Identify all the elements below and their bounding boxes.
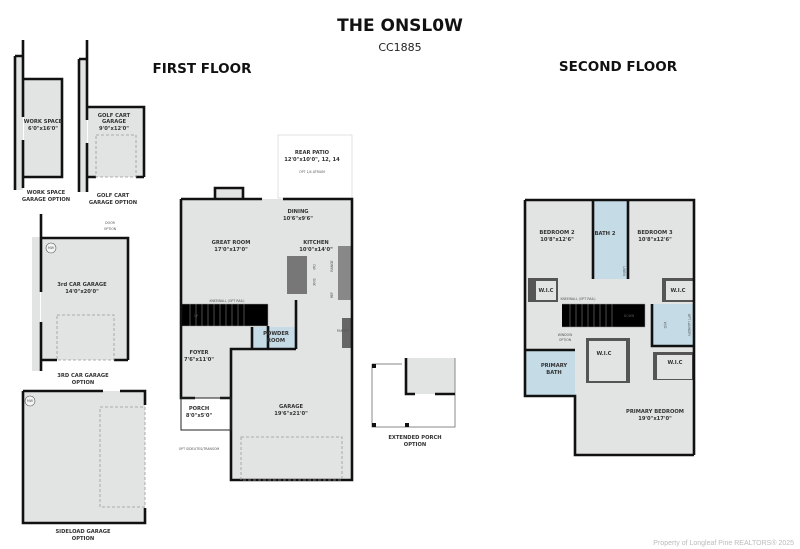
- room-label: 6'0"x16'0": [28, 126, 58, 132]
- watermark: Property of Longleaf Pine REALTORS® 2025: [653, 539, 794, 547]
- room-label: OPTION: [72, 536, 94, 542]
- room-label: DINING: [287, 209, 308, 215]
- room-label: OPT LAUNDRY: [687, 314, 691, 337]
- room-label: 10'8"x12'6": [540, 237, 574, 243]
- room-label: W.I.C: [671, 288, 686, 294]
- room-label: GARAGE: [279, 404, 304, 410]
- room-label: REF: [330, 292, 334, 298]
- room-label: W.I.C: [539, 288, 554, 294]
- room-label: 19'6"x21'0": [274, 411, 308, 417]
- room-label: PORCH: [189, 406, 209, 412]
- room-label: 17'0"x17'0": [214, 247, 248, 253]
- room-label: DOWN: [624, 314, 635, 318]
- golf-cart-option: GOLF CART GARAGE 9'0"x12'0" GOLF CART GA…: [77, 40, 146, 206]
- room-label: PRIMARY: [541, 363, 568, 369]
- room-label: GARAGE OPTION: [89, 200, 137, 206]
- room-label: 3RD CAR GARAGE: [57, 373, 109, 379]
- room-label: 19'0"x17'0": [638, 416, 672, 422]
- room-label: PRIMARY BEDROOM: [626, 409, 684, 415]
- room-label: W/D: [663, 322, 667, 329]
- room-label: KITCHEN: [303, 240, 329, 246]
- first-floor-plan: REAR PATIO 12'0"x10'0", 12, 14 OPT 1/4 A…: [179, 134, 354, 482]
- room-label: SIDELOAD GARAGE: [55, 529, 111, 535]
- room-label: OPTION: [104, 227, 117, 231]
- room-label: KNEEWALL (OPT RAIL): [209, 299, 244, 303]
- plan-code: CC1885: [378, 41, 421, 54]
- room-label: WORK SPACE: [27, 190, 66, 196]
- room-label: UP: [194, 314, 198, 318]
- room-label: EXTENDED PORCH: [388, 435, 441, 441]
- room-label: 10'6"x9'6": [283, 216, 313, 222]
- room-label: ROOM: [267, 338, 285, 344]
- room-label: FOYER: [189, 350, 208, 356]
- plan-title: THE ONSL0W: [337, 16, 463, 36]
- room-label: BEDROOM 3: [637, 230, 673, 236]
- room-label: PANTRY: [337, 329, 349, 333]
- room-label: MW: [27, 399, 34, 403]
- room-label: SINK: [312, 278, 316, 286]
- room-label: WINDOW: [558, 333, 573, 337]
- room-label: GARAGE: [102, 119, 127, 125]
- room-label: GOLF CART: [98, 113, 131, 119]
- room-label: REAR PATIO: [295, 150, 330, 156]
- second-floor-plan: BEDROOM 2 10'8"x12'6" BATH 2 BEDROOM 3 1…: [523, 198, 696, 457]
- room-label: BEDROOM 2: [539, 230, 575, 236]
- room-label: DOOR: [105, 221, 115, 225]
- room-label: W.I.C: [597, 351, 612, 357]
- first-floor-heading: FIRST FLOOR: [153, 61, 253, 77]
- work-space-option: WORK SPACE 6'0"x16'0" WORK SPACE GARAGE …: [13, 40, 70, 203]
- room-label: OPTION: [404, 442, 426, 448]
- extended-porch-option: EXTENDED PORCH OPTION: [371, 358, 456, 448]
- second-floor-heading: SECOND FLOOR: [559, 59, 678, 75]
- room-label: OPTION: [559, 338, 572, 342]
- room-label: 9'0"x12'0": [99, 126, 129, 132]
- room-label: GOLF CART: [97, 193, 130, 199]
- sideload-garage-option: MW SIDELOAD GARAGE OPTION: [21, 389, 147, 542]
- room-label: 12'0"x10'0", 12, 14: [284, 157, 340, 163]
- room-label: 8'0"x5'0": [186, 413, 213, 419]
- room-label: WORK SPACE: [24, 119, 63, 125]
- room-label: GREAT ROOM: [212, 240, 251, 246]
- room-label: OPT 1/4 ATRIUM: [299, 170, 325, 174]
- room-label: W.I.C: [668, 360, 683, 366]
- room-label: OPTION: [72, 380, 94, 386]
- room-label: RANGE: [330, 260, 334, 271]
- room-label: KNEEWALL (OPT RAIL): [560, 297, 595, 301]
- room-label: OPT SIDELITES/TRANSOM: [179, 447, 220, 451]
- room-label: MW: [48, 246, 55, 250]
- room-label: BATH 2: [595, 231, 616, 237]
- room-label: 14'0"x20'0": [65, 289, 99, 295]
- room-label: LINEN: [622, 266, 626, 276]
- room-label: 7'6"x11'0": [184, 357, 214, 363]
- room-label: POWDER: [263, 331, 289, 337]
- room-label: 10'8"x12'6": [638, 237, 672, 243]
- room-label: BATH: [546, 370, 561, 376]
- third-car-garage-option: MW DOOR OPTION 3rd CAR GARAGE 14'0"x20'0…: [32, 214, 130, 386]
- room-label: 10'0"x14'0": [299, 247, 333, 253]
- room-label: DW: [312, 264, 316, 270]
- room-label: 3rd CAR GARAGE: [57, 282, 107, 288]
- room-label: GARAGE OPTION: [22, 197, 70, 203]
